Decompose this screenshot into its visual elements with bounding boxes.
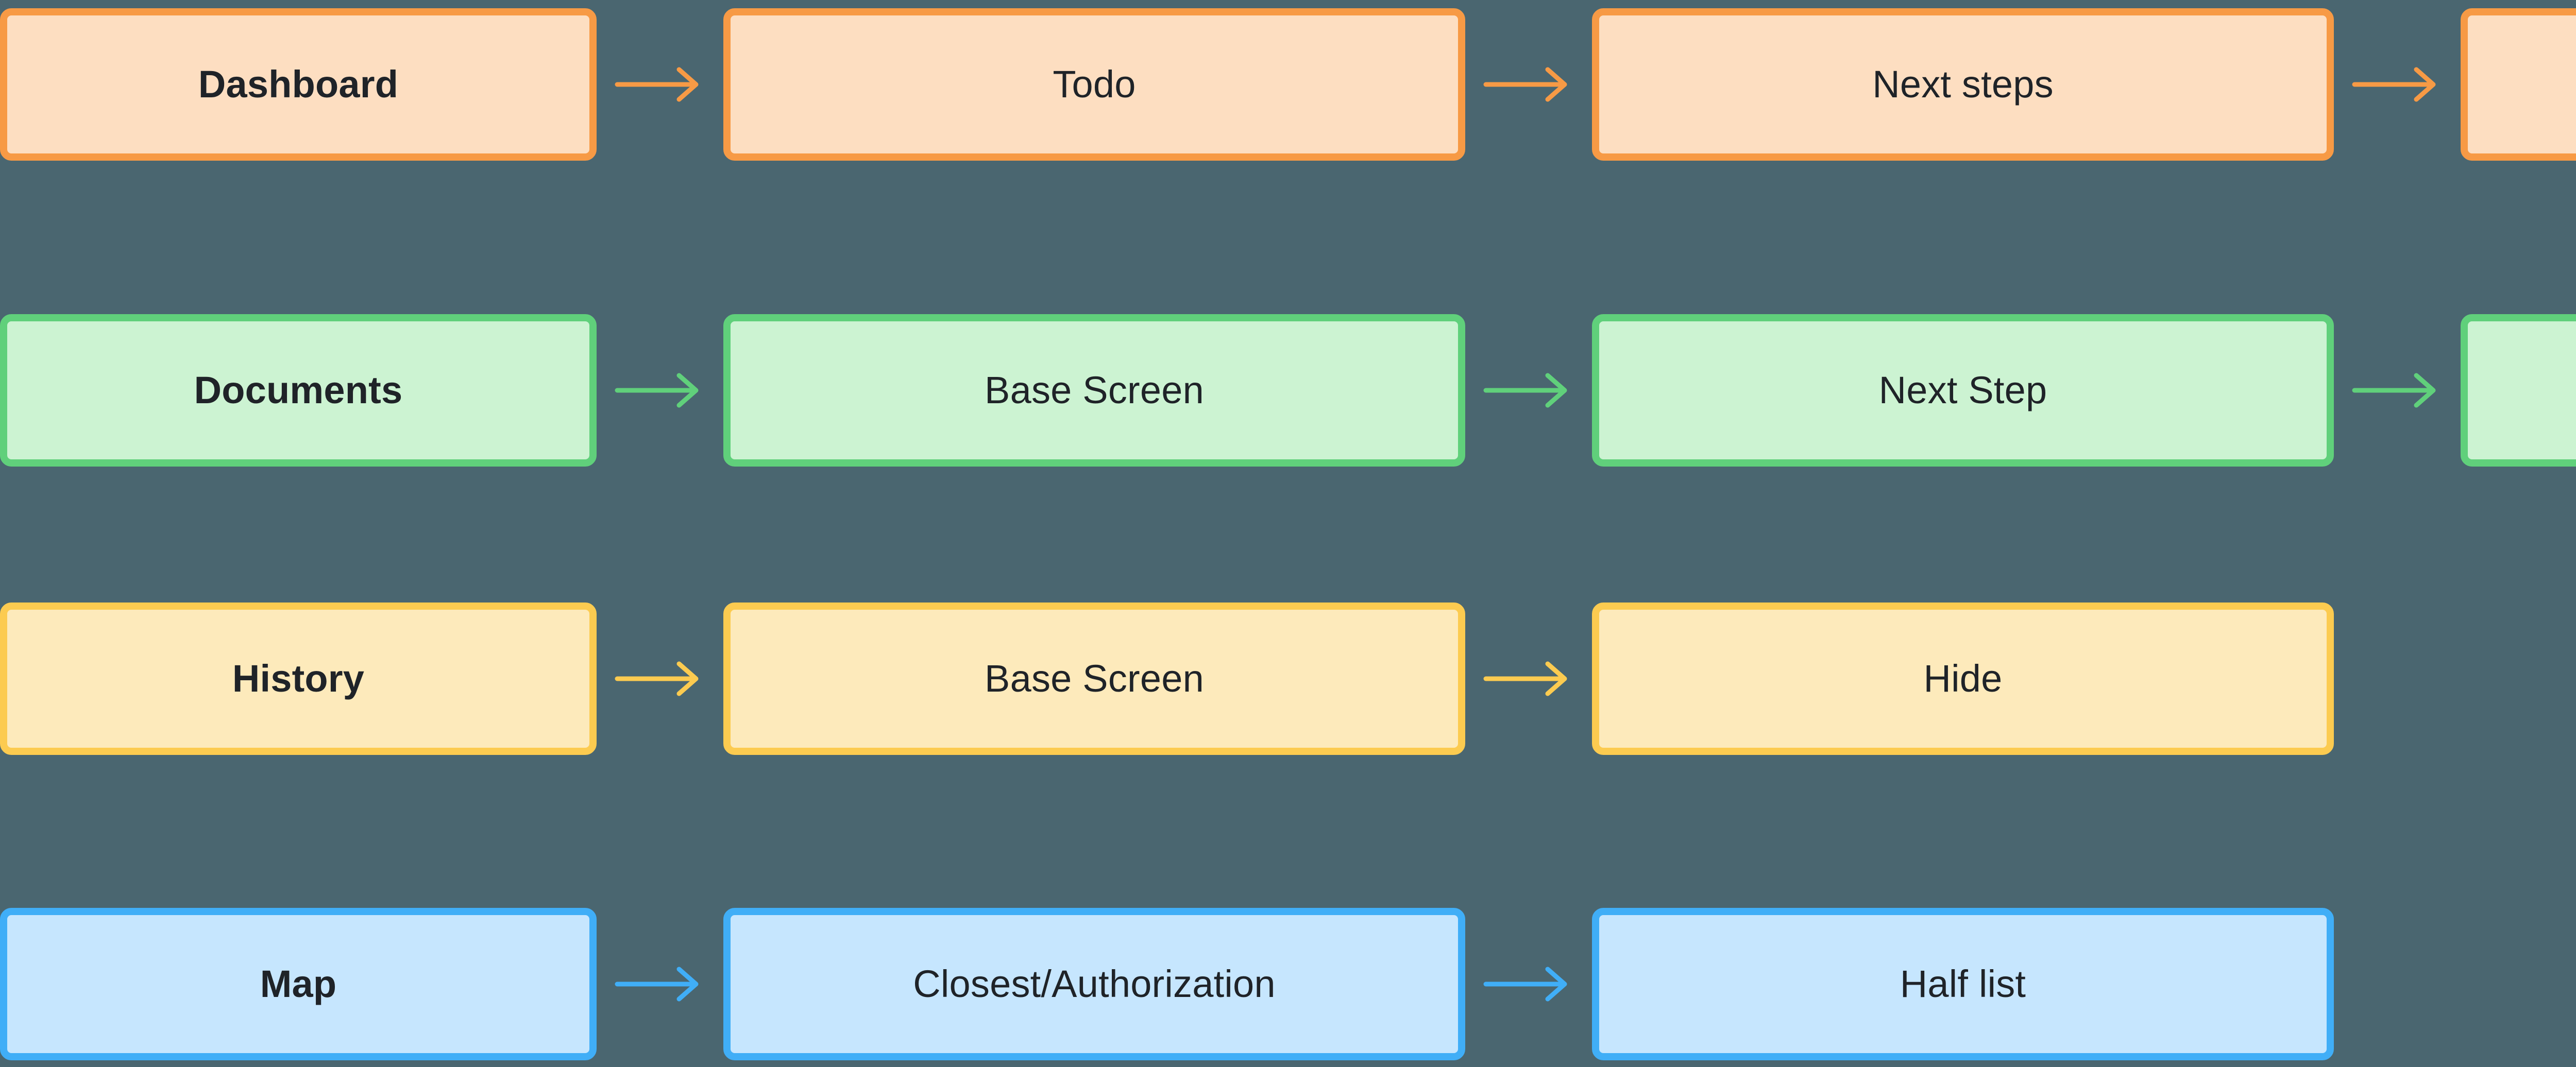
arrow-right-icon xyxy=(1483,67,1567,102)
flow-connector xyxy=(2334,8,2461,161)
flow-node-label: Base Screen xyxy=(985,657,1204,700)
arrow-right-icon xyxy=(1483,967,1567,1002)
flow-node-label: Base Screen xyxy=(985,369,1204,411)
flow-node[interactable]: Hide xyxy=(2461,314,2576,467)
flow-node[interactable]: Half list xyxy=(1592,908,2334,1060)
arrow-right-icon xyxy=(1483,373,1567,408)
flow-row-history-flow: History Base Screen Hide xyxy=(0,603,2334,755)
flow-node-label: Closest/Authorization xyxy=(913,962,1276,1005)
flow-connector xyxy=(1465,8,1592,161)
flow-node-label: Todo xyxy=(1053,63,1136,106)
flow-node[interactable]: Map xyxy=(0,908,597,1060)
arrow-right-icon xyxy=(615,967,699,1002)
flow-node[interactable]: Dashboard xyxy=(0,8,597,161)
flow-node[interactable]: Todo xyxy=(723,8,1465,161)
flow-node[interactable]: Document Trail xyxy=(2461,8,2576,161)
flow-connector xyxy=(1465,314,1592,467)
arrow-right-icon xyxy=(615,67,699,102)
flow-connector xyxy=(597,603,723,755)
flow-node[interactable]: Hide xyxy=(1592,603,2334,755)
arrow-right-icon xyxy=(615,373,699,408)
arrow-right-icon xyxy=(1483,661,1567,696)
flow-connector xyxy=(1465,603,1592,755)
flow-node[interactable]: Closest/Authorization xyxy=(723,908,1465,1060)
flow-node[interactable]: Next Step xyxy=(1592,314,2334,467)
flow-node[interactable]: History xyxy=(0,603,597,755)
flow-connector xyxy=(1465,908,1592,1060)
flow-connector xyxy=(597,314,723,467)
flow-node-label: Hide xyxy=(1923,657,2003,700)
flow-node[interactable]: Documents xyxy=(0,314,597,467)
arrow-right-icon xyxy=(2352,373,2436,408)
arrow-right-icon xyxy=(2352,67,2436,102)
flow-connector xyxy=(2334,314,2461,467)
flow-node[interactable]: Base Screen xyxy=(723,603,1465,755)
flow-row-map-flow: Map Closest/Authorization Half list xyxy=(0,908,2334,1060)
flow-node-label: Half list xyxy=(1900,962,2026,1005)
flow-node-label: Dashboard xyxy=(198,63,399,106)
flow-connector xyxy=(597,908,723,1060)
flow-node-label: History xyxy=(232,657,365,700)
flow-node-label: Next steps xyxy=(1872,63,2054,106)
arrow-right-icon xyxy=(615,661,699,696)
flow-node-label: Documents xyxy=(194,369,403,411)
flow-connector xyxy=(597,8,723,161)
flow-node[interactable]: Base Screen xyxy=(723,314,1465,467)
flow-node-label: Next Step xyxy=(1878,369,2047,411)
flow-node-label: Map xyxy=(260,962,337,1005)
flow-node[interactable]: Next steps xyxy=(1592,8,2334,161)
